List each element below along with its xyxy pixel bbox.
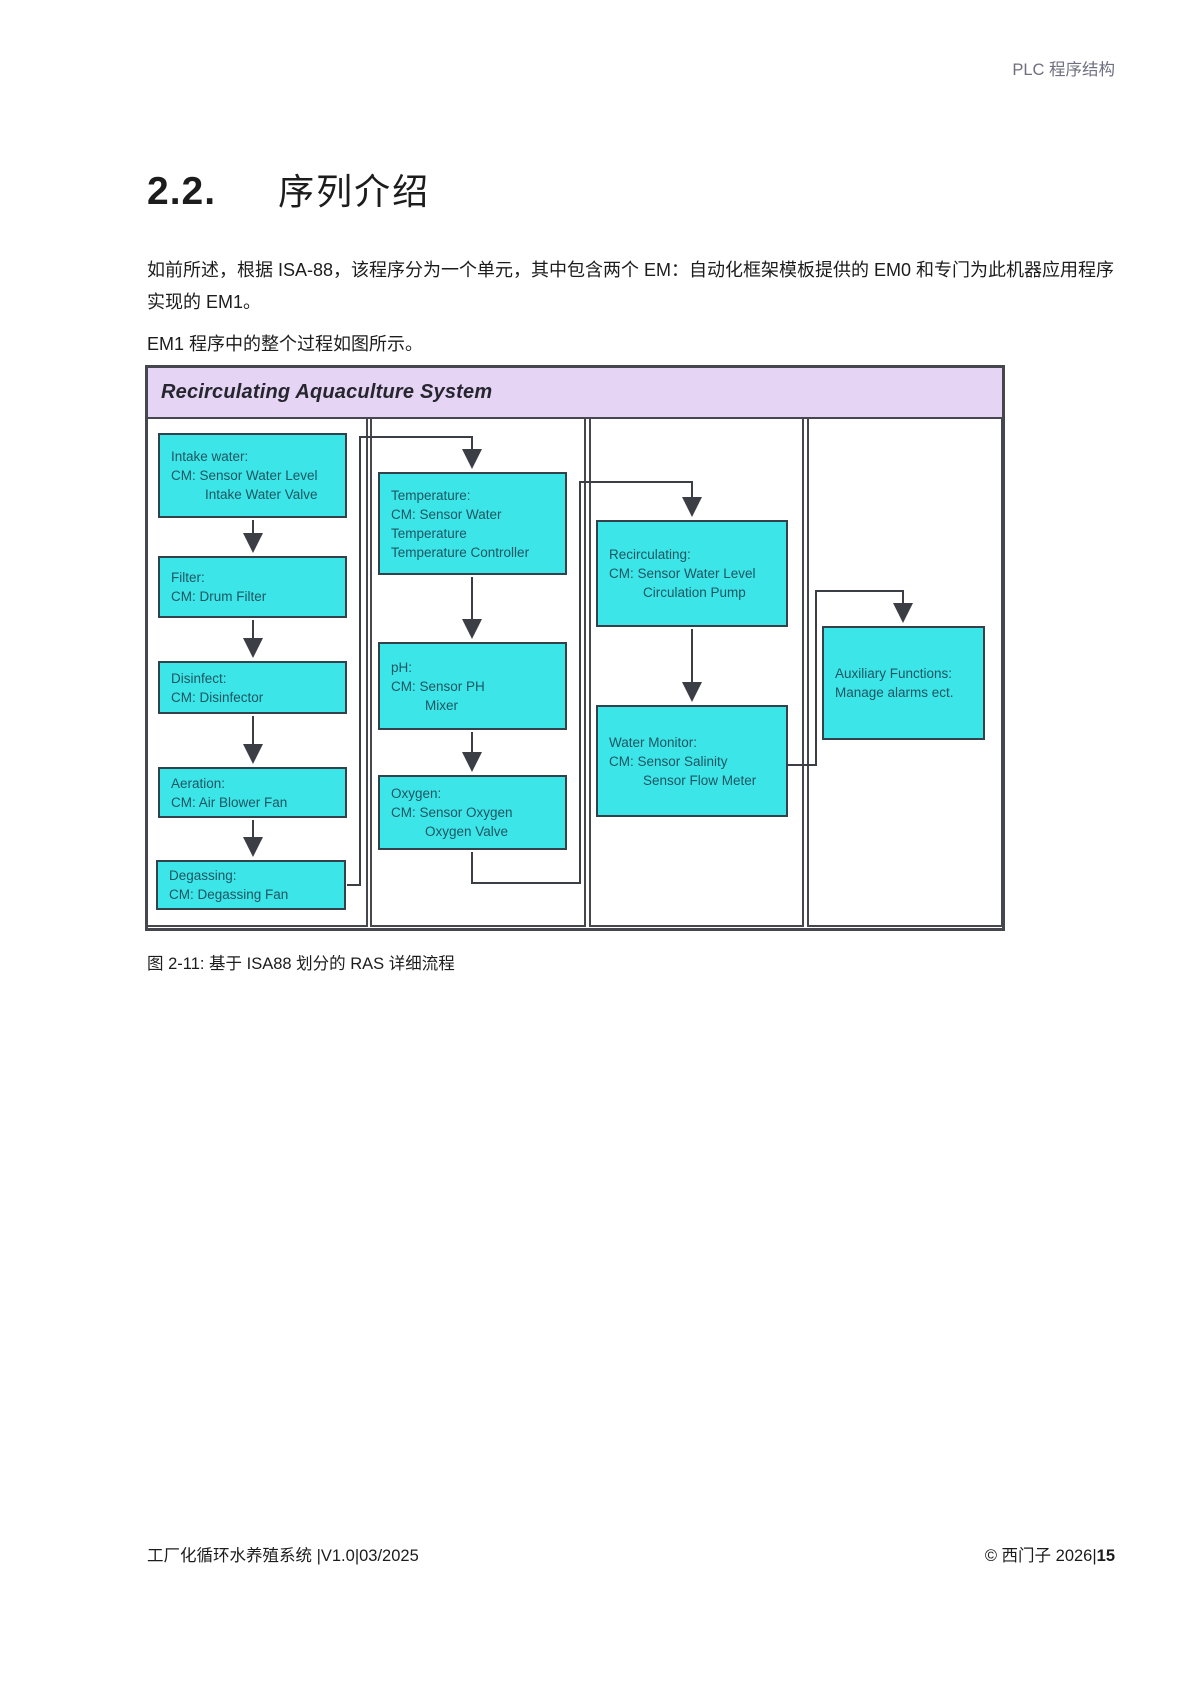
diagram-column-3 — [589, 417, 804, 927]
box-line: CM: Air Blower Fan — [171, 794, 288, 810]
auxiliary-functions-box: Auxiliary Functions: Manage alarms ect. — [822, 626, 985, 740]
box-line: CM: Sensor Water Level — [171, 468, 318, 483]
diagram-title: Recirculating Aquaculture System — [161, 381, 493, 403]
section-heading: 2.2. 序列介绍 — [147, 163, 430, 215]
box-line: Oxygen: — [391, 786, 442, 801]
section-title: 序列介绍 — [278, 171, 431, 212]
body-paragraph-2: EM1 程序中的整个过程如图所示。 — [147, 334, 424, 354]
box-line: Filter: — [171, 570, 205, 585]
aeration-box: Aeration: CM: Air Blower Fan — [158, 767, 347, 818]
box-line: Disinfect: — [171, 670, 227, 686]
body-paragraph-1: 如前所述，根据 ISA-88，该程序分为一个单元，其中包含两个 EM：自动化框架… — [147, 260, 1115, 312]
box-line: pH: — [391, 659, 413, 675]
footer-copyright-prefix: © 西门子 2026| — [984, 1547, 1097, 1565]
box-line: Degassing: — [169, 868, 237, 883]
ph-box: pH: CM: Sensor PH Mixer — [378, 642, 567, 730]
water-monitor-box: Water Monitor: CM: Sensor Salinity Senso… — [596, 705, 788, 817]
figure-caption: 图 2-11: 基于 ISA88 划分的 RAS 详细流程 — [147, 955, 455, 973]
box-line: Oxygen Valve — [425, 824, 509, 839]
box-line: CM: Disinfector — [171, 689, 264, 705]
box-line: CM: Drum Filter — [171, 589, 267, 604]
box-line: Manage alarms ect. — [835, 685, 954, 700]
footer-page-number: 15 — [1096, 1547, 1115, 1565]
intake-water-box: Intake water: CM: Sensor Water Level Int… — [158, 433, 347, 518]
box-line: CM: Sensor Salinity — [609, 753, 728, 769]
recirculating-box: Recirculating: CM: Sensor Water Level Ci… — [596, 520, 788, 627]
box-line: CM: Sensor Water Level — [609, 566, 756, 581]
degassing-box: Degassing: CM: Degassing Fan — [156, 860, 346, 910]
box-line: Intake water: — [171, 449, 249, 464]
box-line: CM: Sensor PH — [391, 678, 485, 694]
temperature-box: Temperature: CM: Sensor Water Temperatur… — [378, 472, 567, 575]
footer-copyright: © 西门子 2026|15 — [985, 1542, 1115, 1566]
box-line: Mixer — [425, 697, 458, 713]
filter-box: Filter: CM: Drum Filter — [158, 556, 347, 618]
box-line: Water Monitor: — [609, 734, 698, 750]
diagram-title-bar: Recirculating Aquaculture System — [148, 368, 1002, 419]
box-line: Intake Water Valve — [205, 487, 318, 502]
oxygen-box: Oxygen: CM: Sensor Oxygen Oxygen Valve — [378, 775, 567, 850]
box-line: Aeration: — [171, 775, 226, 791]
box-line: Recirculating: — [609, 547, 691, 562]
box-line: CM: Sensor Water — [391, 506, 502, 522]
ras-flow-diagram: Recirculating Aquaculture System Intake … — [145, 365, 1005, 931]
box-line: Temperature: — [391, 487, 471, 503]
box-line: Sensor Flow Meter — [643, 772, 757, 788]
box-line: Auxiliary Functions: — [835, 666, 953, 681]
box-line: CM: Degassing Fan — [169, 887, 289, 902]
box-line: Temperature — [391, 525, 467, 541]
footer-doc-info: 工厂化循环水养殖系统 |V1.0|03/2025 — [147, 1547, 419, 1565]
box-line: CM: Sensor Oxygen — [391, 805, 513, 820]
section-number: 2.2. — [147, 170, 217, 213]
box-line: Circulation Pump — [643, 585, 746, 600]
disinfect-box: Disinfect: CM: Disinfector — [158, 661, 347, 714]
page-header-right: PLC 程序结构 — [1012, 61, 1115, 79]
box-line: Temperature Controller — [391, 544, 530, 560]
